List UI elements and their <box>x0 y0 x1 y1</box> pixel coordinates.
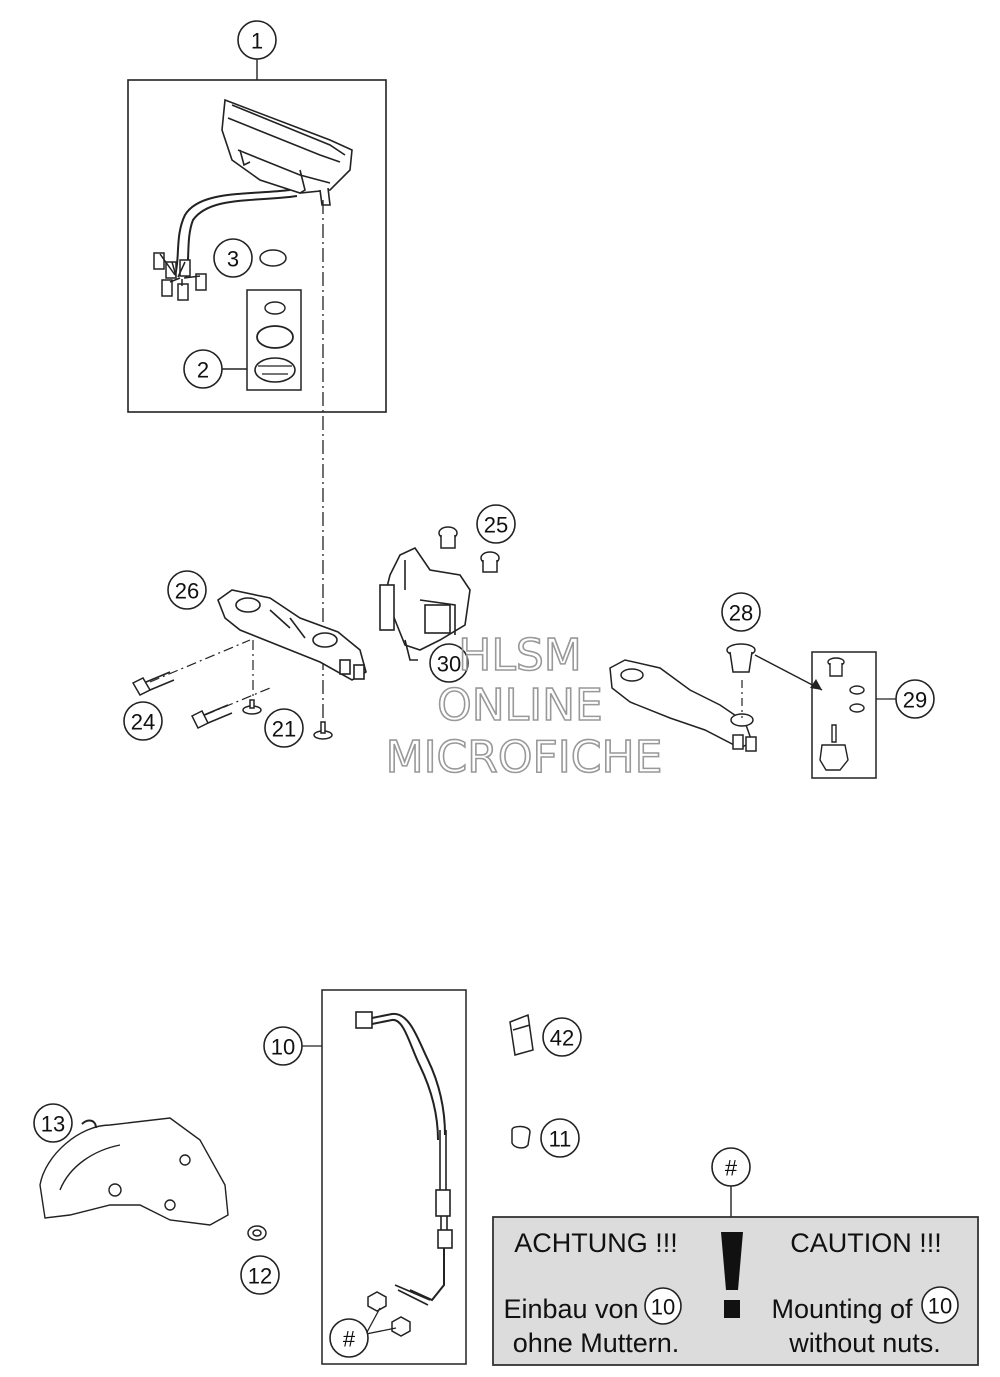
callout-42-label: 42 <box>550 1026 574 1051</box>
sensor-cable-drawing <box>355 1011 453 1306</box>
caution-en-line-1: Mounting of <box>771 1294 913 1324</box>
callout-26: 26 <box>167 570 207 610</box>
callout-24-label: 24 <box>131 710 155 735</box>
part-10-box <box>321 989 467 1365</box>
bolt-24-drawing <box>131 671 175 696</box>
callout-1: 1 <box>237 20 277 60</box>
callout-10: 10 <box>263 1026 303 1066</box>
part-3-drawing <box>259 249 287 267</box>
callout-28: 28 <box>721 592 761 632</box>
part-2-box <box>246 289 302 391</box>
bushing-25-drawing <box>438 526 500 573</box>
bushing-28-drawing <box>726 643 756 673</box>
callout-2: 2 <box>183 349 223 389</box>
callout-42: 42 <box>542 1017 582 1057</box>
callout-25: 25 <box>476 504 516 544</box>
callout-28-label: 28 <box>729 601 753 626</box>
clip-11-drawing <box>511 1125 531 1149</box>
cover-13-drawing <box>39 1117 229 1226</box>
callout-24: 24 <box>123 701 163 741</box>
callout-12: 12 <box>240 1255 280 1295</box>
callout-12-label: 12 <box>248 1264 272 1289</box>
callout-hash-top-label: # <box>725 1156 738 1181</box>
caution-de-part-ref: 10 <box>651 1295 675 1320</box>
caution-de-line-1: Einbau von <box>503 1294 638 1324</box>
watermark-line-2: ONLINE <box>437 680 603 731</box>
screw-21-drawing <box>242 699 333 740</box>
callout-25-label: 25 <box>484 513 508 538</box>
part-29-drawing <box>819 657 865 771</box>
watermark-line-3: MICROFICHE <box>386 732 663 783</box>
caution-en-part-ref: 10 <box>928 1294 952 1319</box>
washer-12-drawing <box>247 1225 267 1241</box>
caution-panel: # ACHTUNG !!! CAUTION !!! Einbau von 10 … <box>492 1147 979 1366</box>
callout-21-label: 21 <box>272 717 296 742</box>
callout-13: 13 <box>33 1103 73 1143</box>
holder-30-drawing <box>379 546 471 661</box>
callout-10-label: 10 <box>271 1035 295 1060</box>
bolt-21-side-drawing <box>190 704 233 730</box>
callout-1-label: 1 <box>251 29 263 54</box>
bracket-right-drawing <box>609 659 757 752</box>
watermark-line-1: HLSM <box>458 630 582 681</box>
bracket-26-drawing <box>217 589 367 681</box>
callout-21: 21 <box>264 708 304 748</box>
caution-de-line-2: ohne Muttern. <box>513 1328 680 1358</box>
callout-3-label: 3 <box>227 247 239 272</box>
callout-3: 3 <box>213 238 253 278</box>
watermark: HLSM ONLINE MICROFICHE <box>385 629 663 784</box>
exclamation-icon <box>721 1232 743 1318</box>
caution-de-title: ACHTUNG !!! <box>514 1228 678 1258</box>
callout-29: 29 <box>895 679 935 719</box>
callout-2-label: 2 <box>197 358 209 383</box>
callout-26-label: 26 <box>175 579 199 604</box>
caution-en-line-2: without nuts. <box>788 1328 941 1358</box>
nuts-drawing <box>367 1291 411 1337</box>
callout-29-label: 29 <box>903 688 927 713</box>
caution-en-title: CAUTION !!! <box>790 1228 942 1258</box>
callout-hash-bottom: # <box>329 1318 369 1358</box>
callout-30-label: 30 <box>437 652 461 677</box>
callout-13-label: 13 <box>41 1112 65 1137</box>
callout-11: 11 <box>540 1118 580 1158</box>
callout-30: 30 <box>429 643 469 683</box>
callout-hash-bottom-label: # <box>343 1327 356 1352</box>
clip-42-drawing <box>509 1013 534 1056</box>
speedometer-drawing <box>174 98 353 279</box>
connector-plugs-drawing <box>153 252 207 301</box>
part-29-box <box>811 651 877 779</box>
callout-11-label: 11 <box>549 1127 572 1152</box>
